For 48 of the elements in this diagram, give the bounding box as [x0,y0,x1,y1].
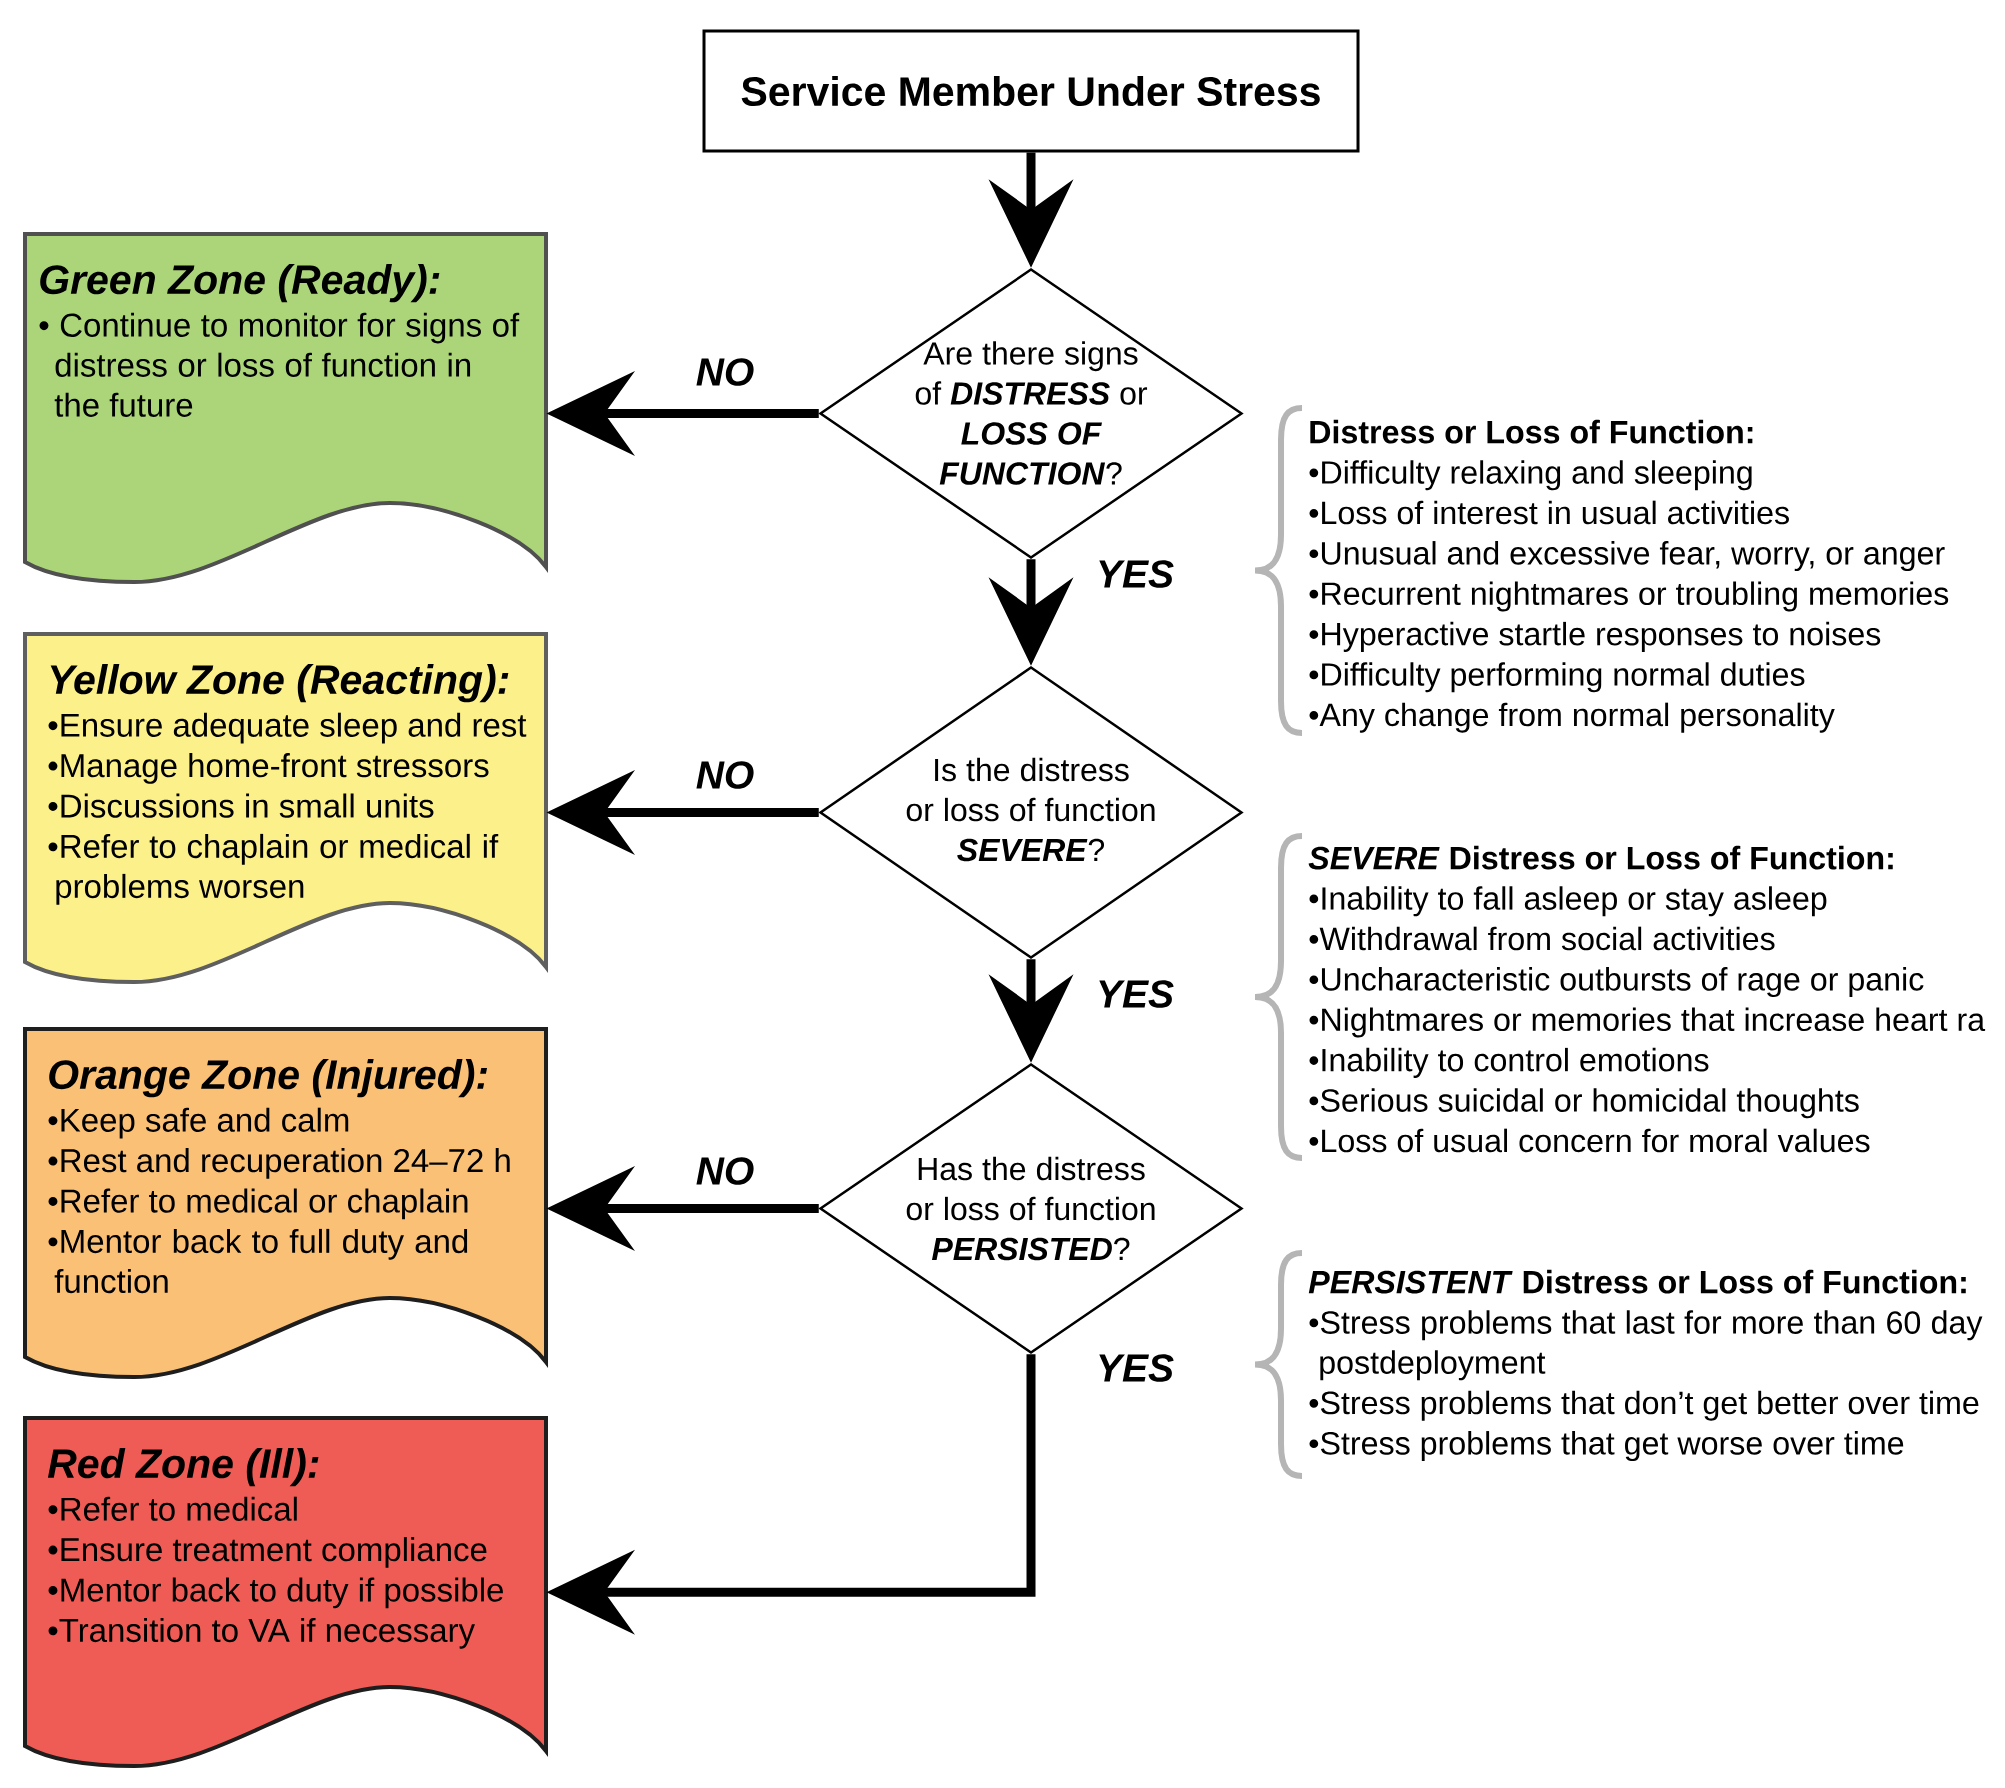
edge-label: NO [696,1157,754,1185]
bullet-item: • Continue to monitor for signs of distress or loss of function in the future [39,312,520,417]
bullet-item: •Refer to chaplain or medical if problems worsen [48,833,499,905]
bullet-item: •Uncharacteristic outbursts of rage or panic [1309,967,1924,998]
zone-box [23,232,548,584]
bullet-item: •Unusual and excessive fear, worry, or anger [1309,541,1945,572]
bullet-item: •Loss of interest in usual activities [1309,500,1789,525]
bullet-item: •Hyperactive startle responses to noises [1309,621,1881,652]
bullet-item: •Refer to medical or chaplain [48,1188,468,1220]
bullet-item: •Ensure adequate sleep and rest [48,712,527,744]
bullet-item: •Serious suicidal or homicidal thoughts [1309,1088,1859,1119]
list-heading: Distress or Loss of Function: [1310,419,1753,444]
bullet-item: •Nightmares or memories that increase heart ra [1309,1007,1986,1038]
bullet-item: •Inability to fall asleep or stay asleep [1309,886,1827,917]
bullet-item: •Withdrawal from social activities [1309,926,1775,951]
bullet-item: •Mentor back to full duty and function [48,1228,468,1294]
process-box: Service Member Under Stress [702,29,1360,153]
bullet-item: •Difficulty relaxing and sleeping [1309,460,1752,491]
edge-label: NO [696,761,754,789]
bullet-item: •Manage home-front stressors [48,753,489,784]
edge-label: NO [696,358,754,386]
bullet-item: •Rest and recuperation 24–72 h [48,1148,510,1179]
zone-box [23,1416,548,1768]
zone-heading: Orange Zone (Injured): [49,1059,487,1098]
zone-box [23,1027,548,1379]
list-heading: SEVERE Distress or Loss of Function: [1308,845,1893,870]
bullet-item: •Any change from normal personality [1309,702,1835,733]
edge-label: YES [1099,560,1174,588]
bullet-item: •Discussions in small units [48,793,434,818]
bullet-item: •Transition to VA if necessary [48,1617,475,1649]
bullet-item: •Stress problems that don’t get better over time [1309,1390,1979,1421]
zone-heading: Yellow Zone (Reacting): [50,664,509,703]
list-heading: PERSISTENT Distress or Loss of Function: [1308,1269,1966,1294]
bullet-item: •Difficulty performing normal duties [1309,662,1805,693]
zone-heading: Green Zone (Ready): [40,264,440,303]
bullet-item: •Loss of usual concern for moral values [1309,1128,1870,1153]
bullet-item: •Inability to control emotions [1309,1047,1709,1078]
bullet-item: •Stress problems that last for more than 60 day postdeployment [1309,1310,1983,1381]
zone-box [23,632,548,984]
edge-label: YES [1099,1354,1174,1382]
bullet-item: •Refer to medical [48,1496,297,1521]
bullet-item: •Mentor back to duty if possible [48,1577,503,1609]
bullet-item: •Keep safe and calm [48,1107,349,1139]
zone-heading: Red Zone (Ill): [47,1448,319,1487]
bullet-item: •Ensure treatment compliance [48,1537,487,1568]
edge-label: YES [1099,980,1174,1008]
bullet-item: •Recurrent nightmares or troubling memories [1309,581,1949,612]
bullet-item: •Stress problems that get worse over time [1309,1431,1904,1462]
